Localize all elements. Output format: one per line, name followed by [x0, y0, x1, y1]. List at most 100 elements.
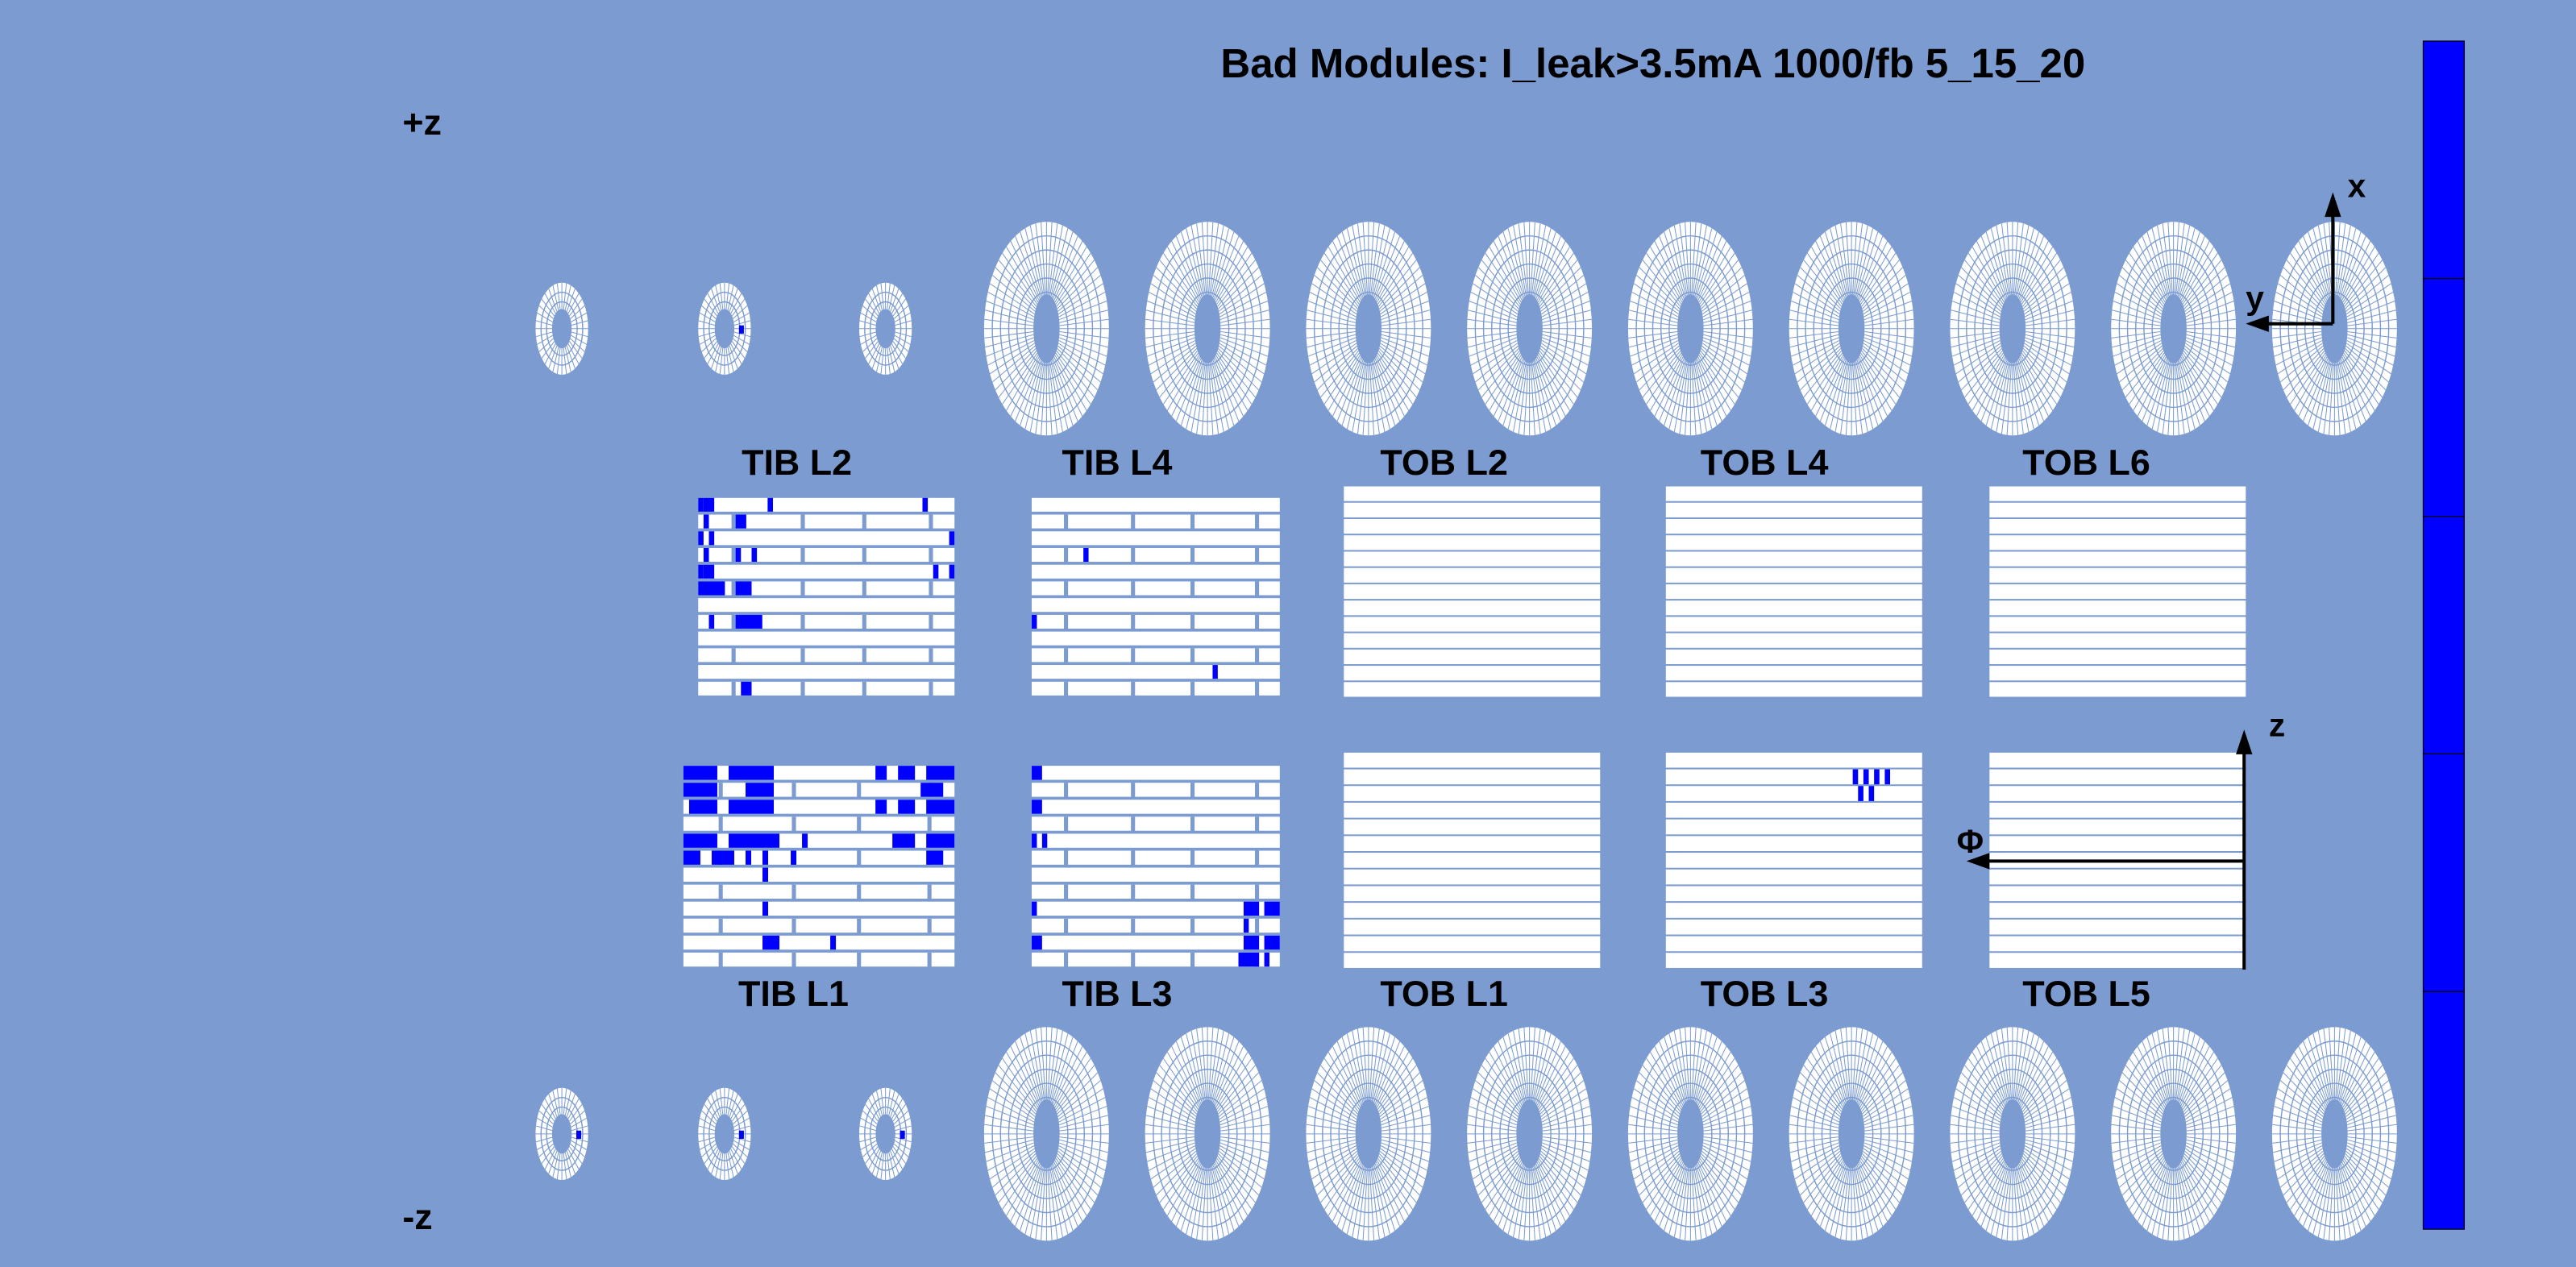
disk-module-edge [1378, 347, 1420, 391]
disk-module-edge [1336, 1163, 1363, 1227]
disk-module-edge [2177, 1165, 2196, 1235]
disk-module-edge [2001, 362, 2011, 434]
disk-module-edge [1373, 1165, 1396, 1232]
disk-module-edge [1332, 1046, 1361, 1106]
disk-module-edge [987, 292, 1035, 318]
disk-module-edge [1149, 339, 1196, 366]
disk-module-edge [701, 338, 717, 352]
disk-module-edge [1700, 1156, 1739, 1203]
disk-module-edge [1628, 318, 1678, 326]
disk-module-edge [1650, 1052, 1683, 1108]
disk-module-edge [1336, 358, 1363, 422]
disk-module-edge [571, 1117, 587, 1128]
disk-module-edge [1048, 362, 1058, 434]
disk-module-edge [2345, 1153, 2387, 1196]
disk-module-edge [2183, 350, 2222, 398]
row-gap [800, 514, 805, 532]
disk-module-edge [1793, 339, 1840, 366]
row-gap [1190, 581, 1195, 599]
disk-module-edge [1693, 225, 1707, 296]
disk-module-edge [1633, 283, 1679, 315]
disk-module-edge [1631, 1145, 1679, 1171]
bad-module-mark [791, 850, 797, 865]
disk-module-edge [1059, 334, 1108, 348]
disk-module-edge [1701, 343, 1747, 375]
disk-module-edge [1166, 1160, 1200, 1216]
disk-module-edge [1628, 1136, 1678, 1144]
disk-module-edge [1220, 1124, 1270, 1132]
disk-module-edge [2344, 1065, 2383, 1112]
row-gap [857, 884, 862, 902]
disk-module-edge [2272, 1139, 2322, 1153]
disk-module-edge [2290, 1157, 2326, 1210]
disk-module-edge [1857, 1041, 1884, 1104]
disk-module-edge [880, 1088, 885, 1115]
disk-module-edge [1635, 1150, 1680, 1188]
disk-module-edge [1212, 359, 1235, 426]
disk-module-edge [1057, 275, 1101, 312]
disk-module-edge [2013, 222, 2019, 295]
disk-module-edge [1673, 1167, 1688, 1237]
disk-module-edge [2186, 1136, 2236, 1144]
disk-module-edge [1219, 1106, 1269, 1126]
disk-module-edge [1953, 1145, 2001, 1171]
disk-module-edge [2157, 1167, 2171, 1237]
disk-module-edge [1996, 1030, 2010, 1101]
row-gap [929, 547, 933, 565]
disk-module-edge [1863, 1097, 1911, 1123]
disk-module-edge [2345, 267, 2387, 309]
disk-module-edge [733, 312, 750, 322]
bad-module-mark [708, 497, 715, 512]
disk-module-edge [1964, 1156, 2003, 1203]
disk-module-edge [1058, 1142, 1107, 1162]
disk-module-edge [893, 305, 909, 319]
x-axis-label: x [2348, 168, 2366, 205]
disk-module-edge [875, 1152, 883, 1178]
row-gap [929, 681, 933, 699]
disk-module-edge [1473, 1088, 1519, 1120]
module-row [1665, 617, 1922, 632]
disk-module-edge [2183, 1156, 2222, 1203]
endcap-disk [698, 1087, 751, 1180]
disk-module-edge [2346, 1142, 2395, 1162]
row-gap [791, 918, 796, 936]
disk-module-edge [730, 343, 742, 364]
disk-module-edge [1217, 350, 1256, 398]
disk-module-edge [725, 347, 730, 375]
disk-module-edge [1631, 292, 1679, 318]
disk-module-edge [1219, 292, 1267, 318]
disk-module-edge [1532, 225, 1547, 296]
disk-module-edge [1664, 231, 1685, 298]
disk-module-edge [566, 1094, 575, 1117]
disk-module-edge [711, 1150, 721, 1174]
disk-module-edge [1631, 339, 1679, 366]
row-gap [857, 952, 862, 970]
disk-module-edge [1056, 1156, 1095, 1203]
bad-module-mark [949, 531, 955, 546]
disk-module-edge [2162, 362, 2172, 434]
row-gap [1190, 918, 1195, 936]
disk-module-edge [1701, 1080, 1745, 1117]
row-gap [1255, 547, 1260, 565]
disk-module-edge [1856, 231, 1879, 298]
endcap-disk [1950, 222, 2075, 436]
disk-module-edge [2024, 1097, 2071, 1123]
disk-module-edge [1852, 1027, 1858, 1100]
row-gap [862, 648, 866, 666]
disk-module-edge [865, 341, 879, 359]
disk-module-edge [2180, 1046, 2210, 1106]
disk-module-edge [1701, 1153, 1743, 1196]
module-row [1344, 567, 1601, 583]
disk-module-edge [566, 345, 575, 369]
disk-module-edge [1659, 1041, 1685, 1104]
module-row [1665, 567, 1922, 583]
disk-module-edge [730, 1098, 742, 1120]
disk-module-edge [1971, 355, 2005, 411]
layer-label-tib-l1: TIB L1 [738, 973, 849, 1014]
disk-module-edge [2335, 1027, 2341, 1100]
disk-module-edge [1639, 267, 1681, 309]
disk-module-edge [1542, 334, 1592, 348]
disk-module-edge [1380, 1145, 1427, 1171]
module-row [698, 648, 955, 663]
disk-module-edge [1219, 301, 1269, 321]
